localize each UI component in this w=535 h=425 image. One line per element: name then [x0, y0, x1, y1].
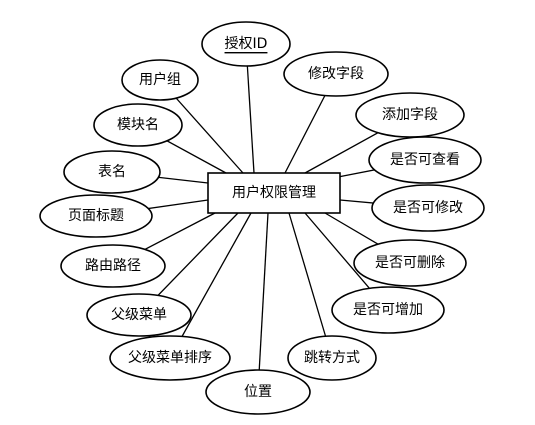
attribute-ellipse-module-name [93, 103, 183, 147]
attribute-label-parent-menu-order: 父级菜单排序 [128, 350, 212, 366]
attribute-label-edit-field: 修改字段 [308, 66, 364, 82]
attribute-ellipse-parent-menu [86, 293, 192, 337]
attribute-ellipse-can-view [368, 136, 482, 184]
attribute-label-add-field: 添加字段 [382, 107, 438, 123]
entity-label: 用户权限管理 [232, 184, 316, 201]
entity-box [207, 172, 341, 214]
attribute-page-title: 页面标题 [39, 194, 153, 238]
attribute-position: 位置 [205, 369, 311, 415]
attribute-table-name: 表名 [63, 150, 161, 194]
attribute-can-delete: 是否可删除 [353, 239, 467, 287]
attribute-ellipse-can-add [331, 286, 445, 334]
attribute-ellipse-jump-method [287, 335, 377, 381]
attribute-label-user-group: 用户组 [139, 71, 181, 88]
attribute-add-field: 添加字段 [355, 92, 465, 138]
attribute-label-can-delete: 是否可删除 [375, 255, 445, 271]
connector-parent-menu-order [169, 212, 252, 359]
attribute-module-name: 模块名 [93, 103, 183, 147]
attribute-ellipse-route-path [60, 244, 166, 288]
attribute-label-page-title: 页面标题 [68, 208, 124, 224]
attribute-label-position: 位置 [244, 384, 272, 400]
attribute-label-parent-menu: 父级菜单 [111, 307, 167, 323]
attribute-can-view: 是否可查看 [368, 136, 482, 184]
attribute-ellipse-can-delete [353, 239, 467, 287]
attribute-ellipse-auth-id [201, 21, 291, 67]
attribute-label-table-name: 表名 [98, 164, 126, 180]
attribute-label-module-name: 模块名 [117, 117, 159, 133]
attribute-label-can-view: 是否可查看 [390, 152, 460, 168]
attribute-parent-menu-order: 父级菜单排序 [109, 335, 231, 381]
attribute-ellipse-user-group [121, 59, 199, 101]
attribute-can-edit: 是否可修改 [371, 184, 485, 232]
attribute-label-route-path: 路由路径 [85, 258, 141, 274]
attribute-ellipse-page-title [39, 194, 153, 238]
attribute-ellipse-can-edit [371, 184, 485, 232]
attribute-ellipse-table-name [63, 150, 161, 194]
attribute-parent-menu: 父级菜单 [86, 293, 192, 337]
attribute-label-can-edit: 是否可修改 [393, 200, 463, 216]
attribute-jump-method: 跳转方式 [287, 335, 377, 381]
attribute-user-group: 用户组 [121, 59, 199, 101]
attribute-label-can-add: 是否可增加 [353, 302, 423, 318]
entity: 用户权限管理 [207, 172, 341, 214]
attribute-ellipse-parent-menu-order [109, 335, 231, 381]
attribute-can-add: 是否可增加 [331, 286, 445, 334]
attribute-ellipses: 授权ID用户组修改字段模块名添加字段表名是否可查看页面标题是否可修改路由路径是否… [39, 21, 485, 415]
attribute-auth-id: 授权ID [201, 21, 291, 67]
connector-jump-method [288, 212, 333, 359]
attribute-ellipse-edit-field [283, 51, 389, 97]
connector-position [257, 212, 269, 393]
attribute-ellipse-position [205, 369, 311, 415]
attribute-edit-field: 修改字段 [283, 51, 389, 97]
attribute-label-jump-method: 跳转方式 [304, 350, 360, 366]
attribute-route-path: 路由路径 [60, 244, 166, 288]
attribute-label-auth-id: 授权ID [225, 36, 268, 52]
